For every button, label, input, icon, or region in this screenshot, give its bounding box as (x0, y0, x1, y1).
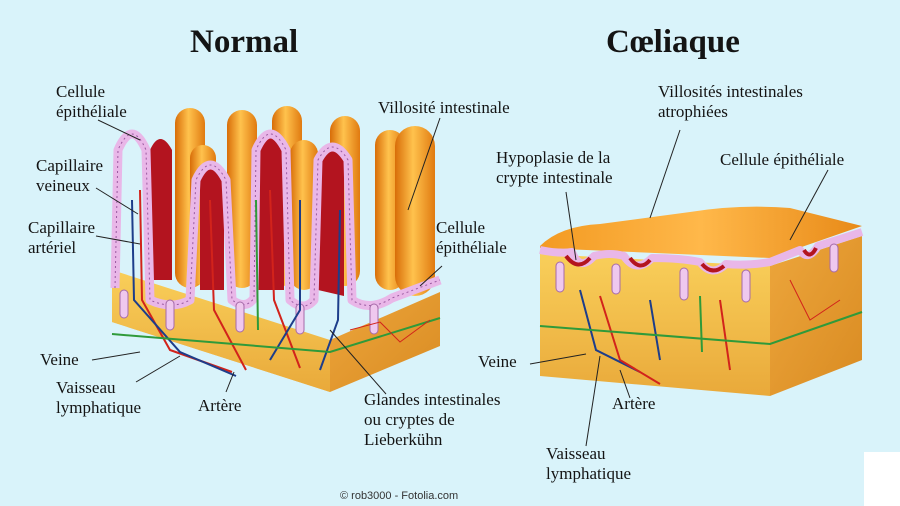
leader-cellule-epitheliale (97, 119, 141, 141)
normal-villi-back (175, 106, 435, 296)
leader-villosite (407, 117, 441, 211)
celiac-tissue-block (539, 206, 864, 396)
crypt (741, 269, 751, 303)
label-line: ou cryptes de (364, 410, 455, 429)
label-line: épithéliale (436, 238, 507, 257)
leader-vaisseau-celiac (585, 355, 601, 447)
lymph-vessel (111, 317, 441, 354)
leader-veine (91, 351, 141, 361)
celiac-vessels (539, 279, 863, 385)
crypt (165, 299, 175, 331)
crypt (119, 289, 129, 319)
label-line: artériel (28, 238, 77, 257)
artery-vessel (209, 199, 247, 371)
label-capillaire-veineux: Capillaire veineux (36, 156, 103, 196)
leader-vaisseau (135, 355, 181, 383)
crypt (611, 263, 621, 295)
label-line: Hypoplasie de la (496, 148, 611, 167)
crypt (235, 301, 245, 333)
title-normal: Normal (190, 24, 299, 60)
leader-lines (91, 117, 829, 447)
artery-vessel (349, 319, 431, 343)
celiac-lumen-pits (564, 247, 818, 273)
label-capillaire-arteriel: Capillaire artériel (28, 218, 95, 258)
white-corner-patch (864, 452, 900, 506)
vein-vessel (269, 200, 301, 361)
label-vaisseau-lymphatique: Vaisseau lymphatique (56, 378, 141, 418)
label-line: Lieberkühn (364, 430, 443, 449)
normal-block-side (330, 292, 440, 392)
label-line: Villosités intestinales (658, 82, 803, 101)
leader-cellule-epitheliale-right (419, 265, 443, 287)
celiac-crypts (555, 243, 839, 303)
leader-hypoplasie (565, 191, 577, 261)
lymph-vessel (255, 199, 259, 331)
label-line: épithéliale (56, 102, 127, 121)
vein-vessel (131, 199, 237, 377)
label-cellule-epitheliale-celiac: Cellule épithéliale (720, 150, 845, 169)
label-line: Vaisseau (56, 378, 116, 397)
label-vaisseau-lymphatique-celiac: Vaisseau lymphatique (546, 444, 631, 484)
leader-artere (225, 371, 235, 393)
lumen-fold (150, 139, 172, 280)
artery-vessel (269, 189, 301, 369)
label-line: atrophiées (658, 102, 728, 121)
label-line: lymphatique (546, 464, 631, 483)
artery-vessel (789, 279, 841, 321)
lymph-vessel (699, 295, 703, 353)
normal-epithelium (110, 129, 442, 311)
normal-vessels (111, 189, 441, 377)
vein-vessel (579, 289, 641, 373)
celiac-epithelium (539, 228, 864, 275)
leader-capillaire-veineux (95, 187, 139, 215)
crypt (369, 303, 379, 335)
label-veine-celiac: Veine (478, 352, 517, 371)
label-line: Capillaire (36, 156, 104, 175)
leader-capillaire-arteriel (95, 235, 141, 245)
leader-villosites-atrophiees (649, 129, 681, 219)
vein-vessel (319, 209, 341, 371)
celiac-mucosa-top (540, 206, 862, 258)
label-veine: Veine (40, 350, 79, 369)
image-credit: © rob3000 - Fotolia.com (340, 490, 459, 502)
label-cellule-epitheliale: Cellule épithéliale (56, 82, 127, 122)
label-line: crypte intestinale (496, 168, 613, 187)
label-villosite-intestinale: Villosité intestinale (378, 98, 510, 117)
leader-glandes (329, 329, 387, 395)
label-line: Vaisseau (546, 444, 606, 463)
label-line: lymphatique (56, 398, 141, 417)
crypt (555, 261, 565, 293)
title-celiac: Cœliaque (606, 24, 740, 60)
lymph-vessel (539, 311, 863, 346)
villus (395, 126, 435, 296)
crypt (829, 243, 839, 273)
label-line: veineux (36, 176, 90, 195)
artery-vessel (719, 299, 731, 371)
label-cellule-epitheliale-right: Cellule épithéliale (436, 218, 507, 258)
artery-vessel (599, 295, 661, 385)
lumen-fold (318, 148, 344, 296)
leader-veine-celiac (529, 353, 587, 365)
villus (227, 110, 257, 288)
label-line: Glandes intestinales (364, 390, 501, 409)
label-line: Cellule (56, 82, 106, 101)
label-line: Capillaire (28, 218, 96, 237)
label-artere-celiac: Artère (612, 394, 656, 413)
label-glandes-intestinales: Glandes intestinales ou cryptes de Liebe… (364, 390, 500, 450)
label-hypoplasie: Hypoplasie de la crypte intestinale (496, 148, 613, 188)
label-villosites-atrophiees: Villosités intestinales atrophiées (658, 82, 803, 122)
vein-vessel (649, 299, 661, 361)
normal-tissue-block (110, 106, 442, 392)
label-line: Cellule (436, 218, 486, 237)
leader-cellule-epitheliale-celiac (789, 169, 829, 241)
crypt (679, 267, 689, 301)
leader-artere-celiac (619, 369, 631, 399)
label-artere: Artère (198, 396, 242, 415)
